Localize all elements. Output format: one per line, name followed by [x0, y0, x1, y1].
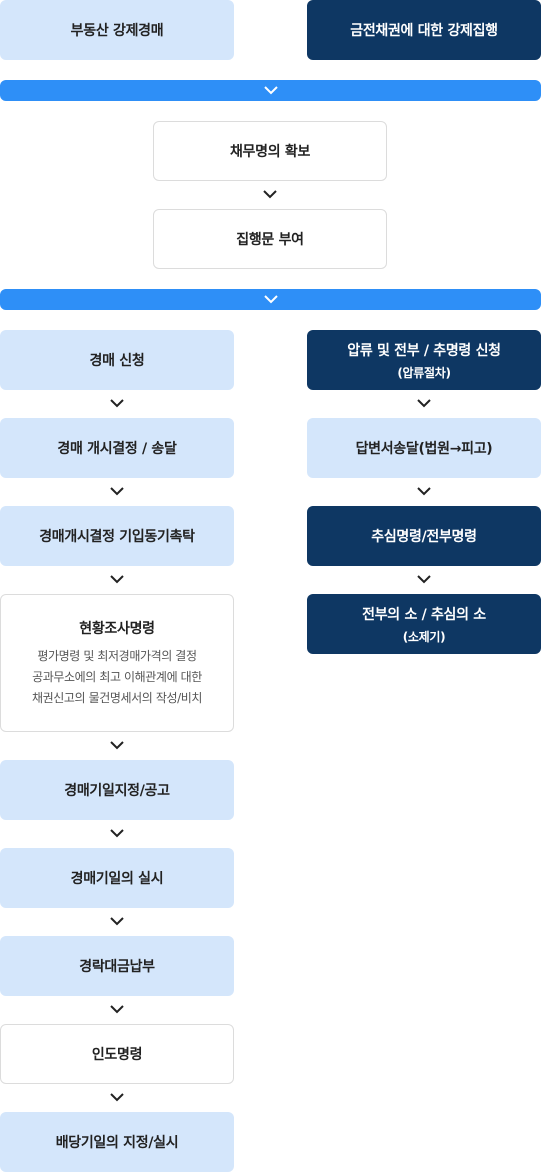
chevron-down-icon: [416, 486, 432, 496]
box-label: 부동산 강제경매: [70, 23, 164, 39]
box-execution-clause: 집행문 부여: [153, 209, 387, 269]
chevron-down-icon: [416, 574, 432, 584]
box-label: 집행문 부여: [236, 232, 304, 248]
chevron-down-icon: [109, 1004, 125, 1014]
box-seizure-application: 압류 및 전부 / 추명령 신청 (압류절차): [307, 330, 541, 390]
chevron-down-icon: [109, 398, 125, 408]
desc-line: 평가명령 및 최저경매가격의 결정: [37, 648, 197, 663]
box-monetary-claim-enforcement: 금전채권에 대한 강제집행: [307, 0, 541, 60]
box-sublabel: (압류절차): [397, 365, 451, 380]
box-label: 압류 및 전부 / 추명령 신청: [347, 342, 501, 359]
box-description: 평가명령 및 최저경매가격의 결정 공과무소에의 최고 이해관계에 대한 채권신…: [32, 646, 202, 709]
box-payment: 경락대금납부: [0, 936, 234, 996]
box-auction-date-notice: 경매기일지정/공고: [0, 760, 234, 820]
box-auction-execution: 경매기일의 실시: [0, 848, 234, 908]
box-label: 답변서송달(법원→피고): [355, 441, 493, 457]
chevron-down-icon: [109, 916, 125, 926]
desc-line: 공과무소에의 최고 이해관계에 대한: [32, 669, 202, 684]
box-auction-application: 경매 신청: [0, 330, 234, 390]
box-answer-delivery: 답변서송달(법원→피고): [307, 418, 541, 478]
chevron-down-icon: [109, 740, 125, 750]
box-label: 경매개시결정 기입동기촉탁: [39, 529, 195, 545]
desc-line: 채권신고의 물건명세서의 작성/비치: [31, 690, 203, 705]
box-status-investigation: 현황조사명령 평가명령 및 최저경매가격의 결정 공과무소에의 최고 이해관계에…: [0, 594, 234, 732]
chevron-down-icon: [416, 398, 432, 408]
box-real-estate-auction: 부동산 강제경매: [0, 0, 234, 60]
box-label: 경매기일지정/공고: [64, 783, 170, 799]
box-label: 추심명령/전부명령: [371, 529, 477, 545]
box-obtain-title: 채무명의 확보: [153, 121, 387, 181]
box-lawsuit: 전부의 소 / 추심의 소 (소제기): [307, 594, 541, 654]
box-label: 경락대금납부: [79, 959, 155, 975]
box-distribution: 배당기일의 지정/실시: [0, 1112, 234, 1172]
chevron-down-icon: [263, 295, 278, 304]
box-label: 채무명의 확보: [229, 144, 311, 160]
box-auction-commencement: 경매 개시결정 / 송달: [0, 418, 234, 478]
box-label: 경매 개시결정 / 송달: [57, 441, 177, 457]
merge-bar-middle: [0, 289, 541, 310]
box-registration-request: 경매개시결정 기입동기촉탁: [0, 506, 234, 566]
merge-bar-top: [0, 80, 541, 101]
box-label: 인도명령: [91, 1047, 143, 1063]
chevron-down-icon: [109, 486, 125, 496]
box-label: 금전채권에 대한 강제집행: [350, 23, 498, 39]
box-sublabel: (소제기): [402, 629, 446, 644]
box-label: 경매 신청: [89, 353, 145, 369]
chevron-down-icon: [263, 86, 278, 95]
chevron-down-icon: [109, 828, 125, 838]
box-delivery-order: 인도명령: [0, 1024, 234, 1084]
chevron-down-icon: [109, 574, 125, 584]
box-label: 경매기일의 실시: [70, 871, 164, 887]
chevron-down-icon: [109, 1092, 125, 1102]
chevron-down-icon: [262, 189, 278, 199]
box-title: 현황조사명령: [79, 620, 155, 637]
box-label: 배당기일의 지정/실시: [55, 1135, 179, 1151]
box-label: 전부의 소 / 추심의 소: [362, 606, 486, 623]
box-collection-order: 추심명령/전부명령: [307, 506, 541, 566]
